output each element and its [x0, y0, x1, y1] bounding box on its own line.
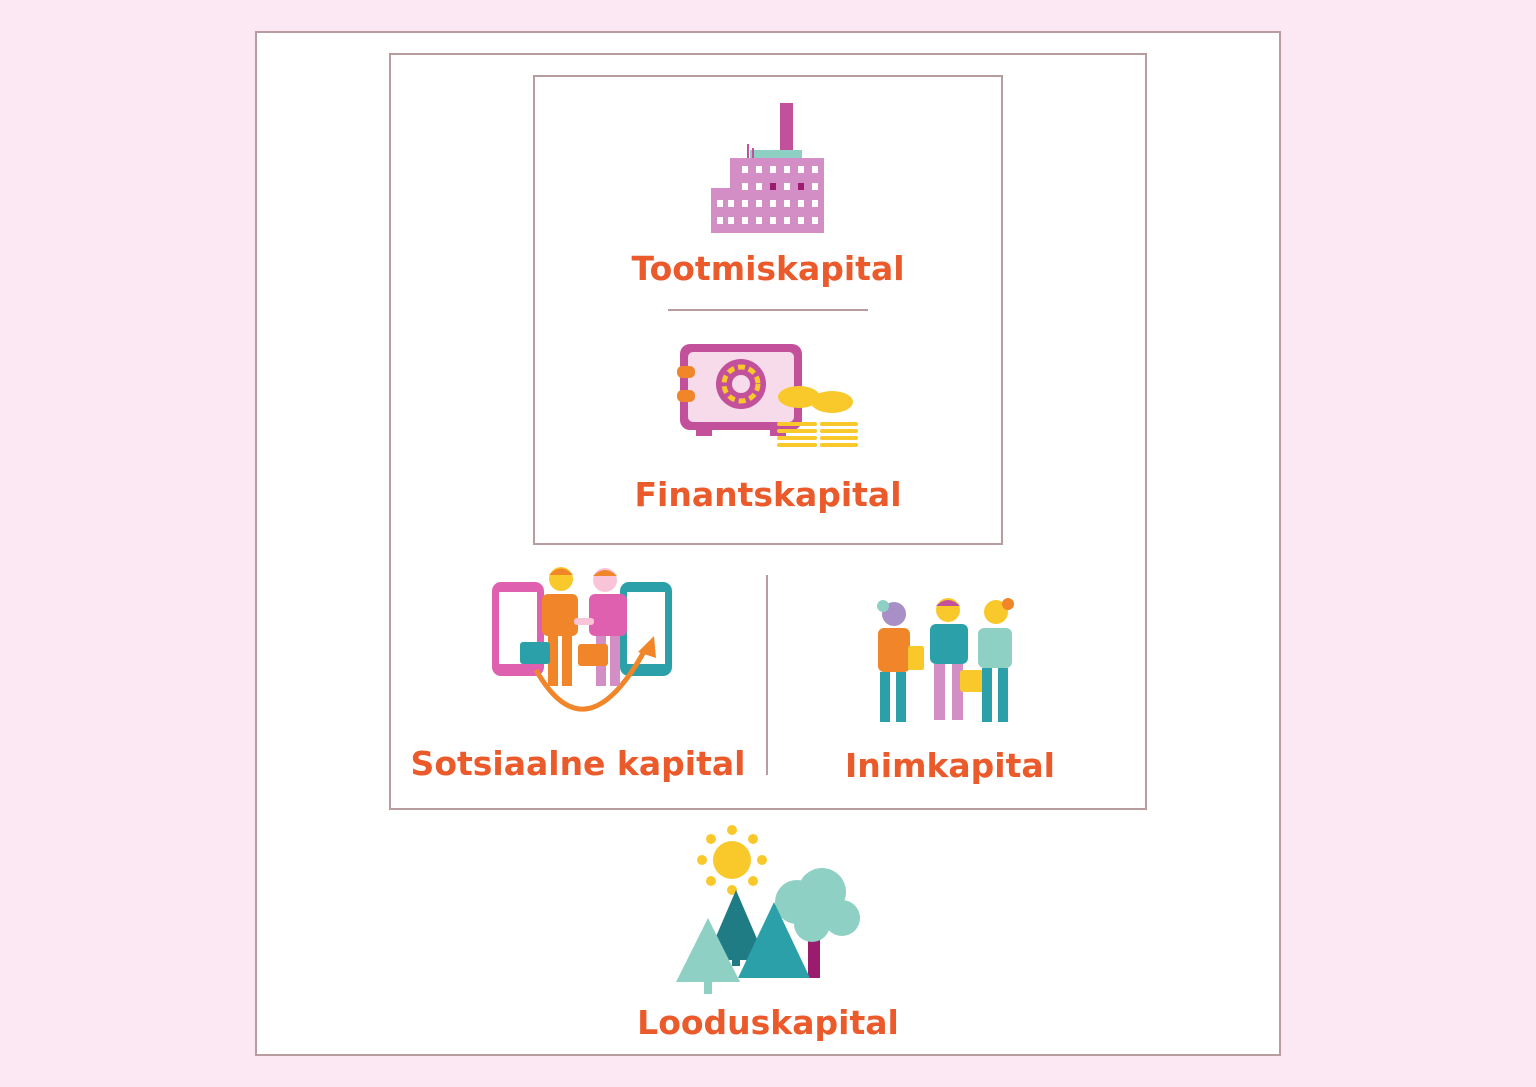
inner-divider [668, 309, 868, 311]
social-capital-label: Sotsiaalne kapital [410, 744, 746, 783]
human-capital-label: Inimkapital [845, 746, 1055, 785]
produced-capital-label: Tootmiskapital [631, 249, 905, 288]
social-handshake-icon [492, 567, 672, 712]
factory-icon [711, 103, 824, 233]
financial-capital-label: Finantskapital [634, 475, 902, 514]
safe-coins-icon [677, 344, 858, 447]
people-group-icon [877, 598, 1014, 722]
nature-icon [676, 825, 860, 994]
middle-divider [766, 575, 768, 775]
natural-capital-label: Looduskapital [637, 1003, 899, 1042]
